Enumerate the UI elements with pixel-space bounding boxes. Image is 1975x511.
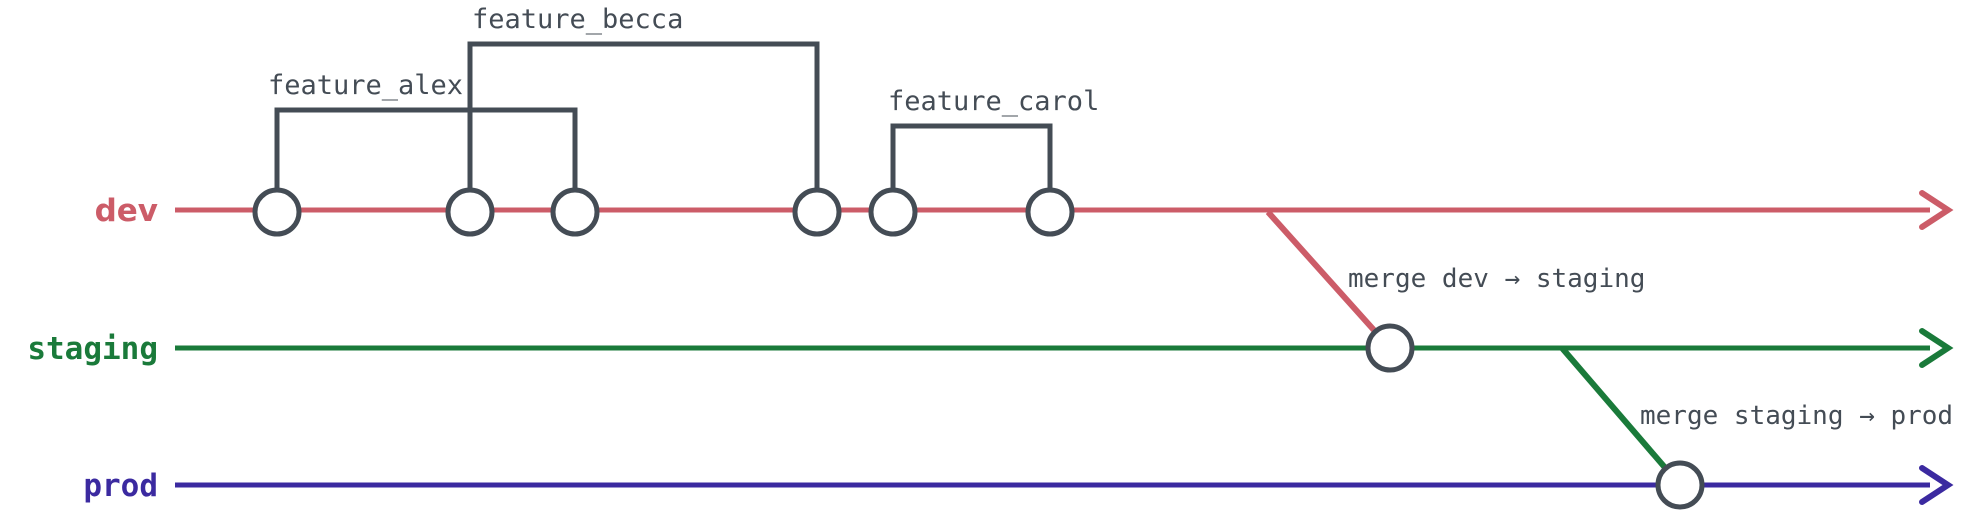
merge-line-merge-dev-staging	[1265, 209, 1393, 351]
lane-lines-group	[175, 207, 1930, 488]
lane-arrowhead-staging	[1919, 328, 1954, 368]
lane-label-prod: prod	[83, 468, 158, 504]
merge-line-merge-staging-prod	[1559, 346, 1683, 487]
commit-node-dev-c6[interactable]	[1025, 187, 1075, 237]
lane-arrowheads-group	[1919, 190, 1954, 505]
feature-label-feature_carol: feature_carol	[888, 86, 1099, 117]
feature-bracket-feature_becca	[467, 41, 820, 190]
lane-label-staging: staging	[27, 331, 158, 367]
feature-bracket-feature_carol	[890, 123, 1053, 190]
commit-node-prod-merge[interactable]	[1655, 460, 1705, 510]
lane-arrowhead-dev	[1919, 190, 1954, 230]
merge-label-merge-staging-prod: merge staging → prod	[1640, 401, 1953, 431]
feature-bracket-feature_alex	[274, 107, 578, 190]
lane-labels-group: dev staging prod	[27, 193, 158, 504]
commit-node-dev-c2[interactable]	[445, 187, 495, 237]
merge-labels-group: merge dev → staging merge staging → prod	[1348, 264, 1953, 431]
feature-label-feature_alex: feature_alex	[268, 70, 463, 101]
feature-label-feature_becca: feature_becca	[472, 4, 683, 35]
commit-nodes-group	[252, 187, 1705, 510]
feature-labels-group: feature_alex feature_becca feature_carol	[268, 4, 1099, 117]
merge-lines-group	[1265, 209, 1683, 487]
commit-node-dev-c1[interactable]	[252, 187, 302, 237]
commit-node-dev-c5[interactable]	[868, 187, 918, 237]
commit-node-dev-c3[interactable]	[550, 187, 600, 237]
commit-node-dev-c4[interactable]	[792, 187, 842, 237]
feature-brackets-group	[274, 41, 1053, 190]
lane-arrowhead-prod	[1919, 465, 1954, 505]
commit-node-staging-merge[interactable]	[1365, 323, 1415, 373]
merge-label-merge-dev-staging: merge dev → staging	[1348, 264, 1645, 294]
lane-label-dev: dev	[95, 193, 158, 229]
